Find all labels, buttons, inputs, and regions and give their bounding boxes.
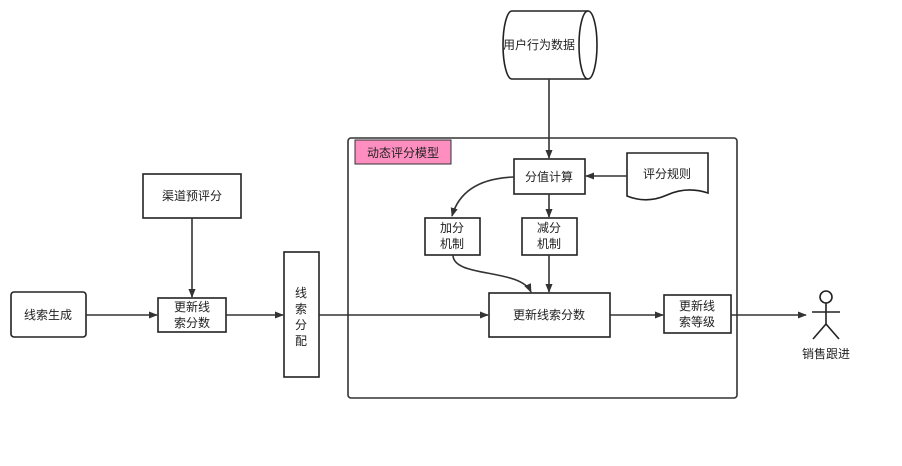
edges [86,79,807,319]
lead-assign-c1: 线 [295,286,307,300]
update-score-node [488,292,611,338]
lead-assign-c4: 配 [295,334,307,348]
lead-gen-label: 线索生成 [24,308,72,322]
lead-assign-node [283,251,320,378]
channel-prescore-node [142,173,242,219]
user-behavior-data-node: 用户行为数据 [502,10,598,80]
model-container [347,137,738,399]
model-title: 动态评分模型 [367,146,439,160]
lead-assign-c3: 分 [295,318,307,332]
update-level-node [663,294,732,334]
update-lead-score-line2: 索分数 [174,315,210,330]
update-level-line2: 索等级 [679,315,715,329]
update-level-line1: 更新线 [679,298,715,313]
lead-assign-c2: 索 [295,302,307,316]
sales-follow-label: 销售跟进 [802,346,850,361]
score-rules-node: 评分规则 [626,152,709,201]
user-behavior-data-label: 用户行为数据 [503,37,575,52]
update-score-label: 更新线索分数 [513,307,585,322]
update-lead-score-node [157,297,227,333]
add-mechanism-node [424,217,481,256]
sales-actor-icon [812,290,840,340]
add-mechanism-line2: 机制 [440,237,464,251]
score-calc-label: 分值计算 [525,169,573,184]
channel-prescore-label: 渠道预评分 [162,189,222,203]
sub-mechanism-line1: 减分 [537,221,561,235]
edge-calc-to-add [450,176,515,217]
update-lead-score-line1: 更新线 [174,299,210,314]
model-title-box [354,139,452,165]
score-rules-label: 评分规则 [643,166,691,181]
edge-add-to-update [452,254,532,293]
sub-mechanism-node [521,217,578,256]
sub-mechanism-line2: 机制 [537,237,561,251]
add-mechanism-line1: 加分 [440,221,464,235]
